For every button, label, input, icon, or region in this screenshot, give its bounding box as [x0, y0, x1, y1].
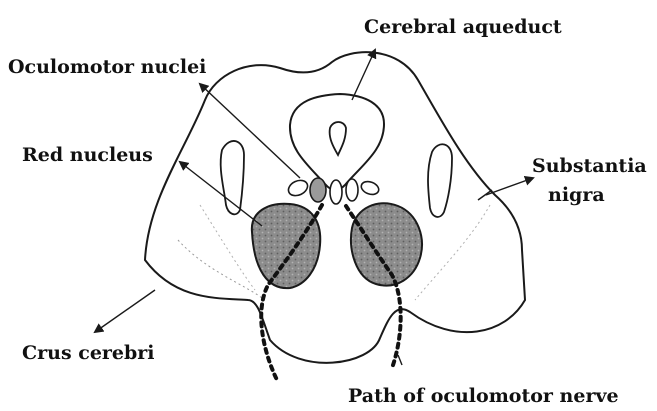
oculomotor-nucleus-center	[330, 180, 342, 204]
arrow-path-of-oculomotor-nerve	[398, 355, 402, 365]
arrow-substantia-nigra	[486, 178, 533, 195]
oculomotor-nucleus-left	[310, 178, 326, 202]
label-crus-cerebri: Crus cerebri	[22, 342, 155, 364]
label-oculomotor-nuclei: Oculomotor nuclei	[8, 56, 206, 78]
red-nucleus-right	[351, 203, 422, 285]
arrow-crus-cerebri	[95, 290, 155, 332]
label-red-nucleus: Red nucleus	[22, 144, 153, 166]
label-substantia-nigra-line1: Substantia	[532, 155, 647, 177]
label-substantia-nigra-line2: nigra	[548, 184, 605, 206]
label-path-of-oculomotor-nerve: Path of oculomotor nerve	[348, 385, 619, 407]
oculomotor-nucleus-right	[346, 179, 358, 201]
label-cerebral-aqueduct: Cerebral aqueduct	[364, 16, 562, 38]
